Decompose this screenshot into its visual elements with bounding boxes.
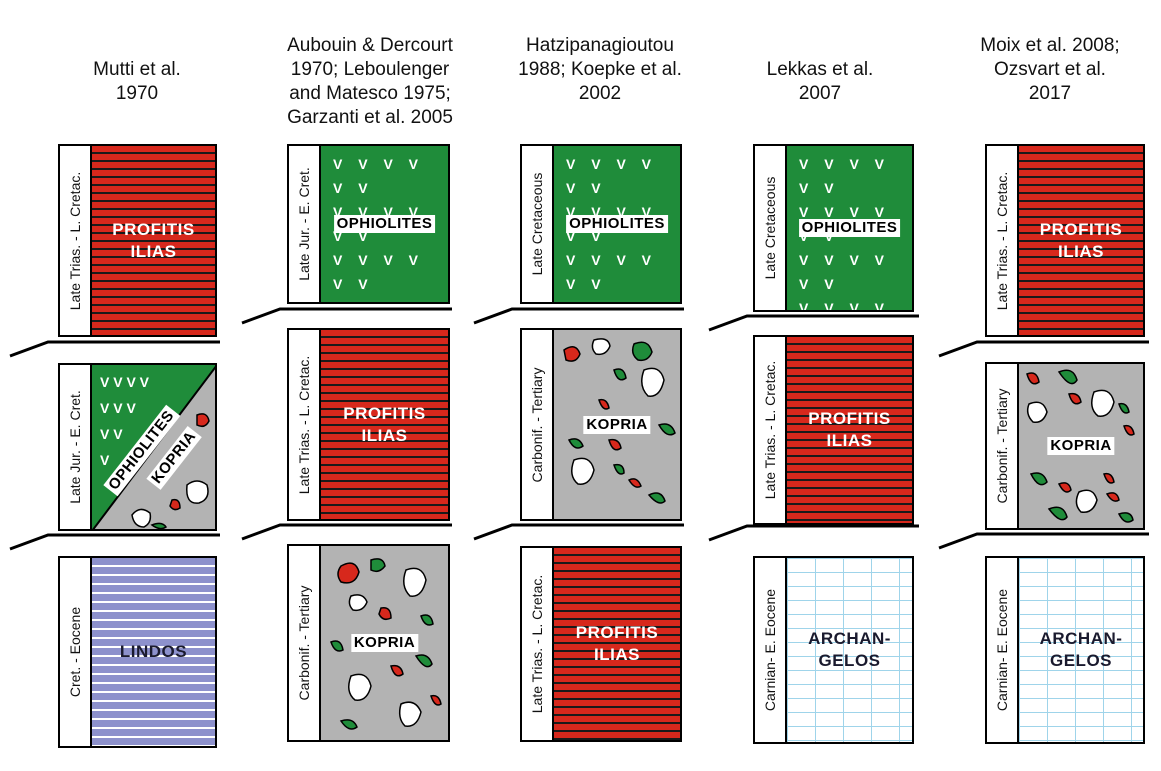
age-label-box: Late Jur. - E. Cret.	[58, 363, 90, 531]
thrust-fault	[473, 523, 684, 541]
unit-ophiolites: V V V V V VV V V V V VV V V V V V V V V …	[785, 144, 914, 312]
unit-ophiolites-kopria-split: V V V V V V V V V V OPHIOLITES KOPRIA	[90, 363, 217, 531]
age-label-box: Carnian- E. Eocene	[753, 556, 785, 744]
unit-label: OPHIOLITES	[333, 215, 436, 233]
unit-label: LINDOS	[119, 642, 188, 661]
age-label-box: Late Trias. - L. Cretac.	[520, 546, 552, 742]
thrust-fault	[473, 307, 684, 325]
unit-kopria: KOPRIA	[552, 328, 682, 521]
unit-lindos: LINDOS	[90, 556, 217, 748]
age-label-box: Late Cretaceous	[753, 144, 785, 312]
age-label-box: Carbonif. - Tertiary	[520, 328, 552, 521]
age-label-box: Late Jur. - E. Cret.	[287, 144, 319, 304]
unit-kopria: KOPRIA	[1017, 362, 1145, 530]
v-pattern: V V V V V VV V V V V VV V V V V V V V V …	[799, 156, 891, 310]
column-header-3: Hatzipanagioutou 1988; Koepke et al. 200…	[518, 35, 682, 104]
thrust-fault	[9, 533, 220, 551]
unit-archangelos: ARCHAN-GELOS	[785, 556, 914, 744]
age-label-box: Carnian- E. Eocene	[985, 556, 1017, 744]
svg-text:V V: V V	[100, 426, 123, 442]
age-label-box: Late Cretaceous	[520, 144, 552, 304]
column-header-5: Moix et al. 2008; Ozsvart et al. 2017	[980, 35, 1120, 104]
column-header-2: Aubouin & Dercourt 1970; Leboulenger and…	[287, 35, 453, 128]
age-label-box: Late Trias. - L. Cretac.	[985, 144, 1017, 337]
svg-text:V: V	[100, 452, 110, 468]
unit-ophiolites: V V V V V VV V V V V VV V V V V V V V V …	[552, 144, 682, 304]
clast-pattern	[330, 558, 442, 730]
unit-archangelos: ARCHAN-GELOS	[1017, 556, 1145, 744]
thrust-fault	[241, 523, 452, 541]
thrust-fault	[241, 307, 452, 325]
age-label-box: Late Trias. - L. Cretac.	[287, 328, 319, 521]
age-label-box: Late Trias. - L. Cretac.	[58, 144, 90, 337]
unit-label: OPHIOLITES	[566, 215, 668, 233]
unit-label: KOPRIA	[583, 415, 651, 434]
thrust-fault	[9, 340, 220, 358]
unit-ophiolites: V V V V V VV V V V V VV V V V V V V V V …	[319, 144, 450, 304]
thrust-fault	[938, 532, 1149, 550]
column-header-1: Mutti et al. 1970	[93, 59, 181, 104]
unit-label: KOPRIA	[350, 634, 419, 652]
unit-label: OPHIOLITES	[798, 219, 901, 237]
thrust-fault	[708, 524, 919, 542]
svg-text:V V V: V V V	[100, 400, 136, 416]
svg-text:V V V V: V V V V	[100, 374, 150, 390]
unit-label: ARCHAN-GELOS	[1039, 629, 1123, 670]
age-label-box: Cret. - Eocene	[58, 556, 90, 748]
age-label-box: Carbonif. - Tertiary	[985, 362, 1017, 530]
column-header-4: Lekkas et al. 2007	[766, 59, 874, 104]
clast-pattern	[1026, 369, 1135, 523]
unit-label: KOPRIA	[1047, 437, 1115, 455]
unit-kopria: KOPRIA	[319, 544, 450, 742]
thrust-fault	[708, 314, 919, 332]
clast-pattern	[563, 338, 676, 504]
age-label-box: Late Trias. - L. Cretac.	[753, 335, 785, 525]
unit-label: ARCHAN-GELOS	[808, 629, 891, 670]
thrust-fault	[938, 340, 1149, 358]
age-label-box: Carbonif. - Tertiary	[287, 544, 319, 742]
